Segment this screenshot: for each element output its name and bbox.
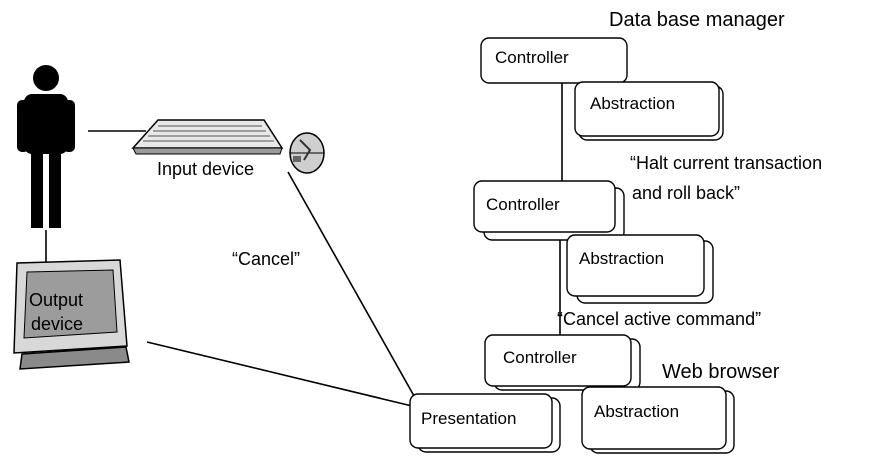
controller-mid-label: Controller [486, 195, 560, 214]
abstraction-dbm-label: Abstraction [590, 94, 676, 113]
keyboard-icon [131, 119, 284, 155]
controller-dbm-label: Controller [495, 48, 569, 67]
output-device-label-line2: device [31, 314, 84, 334]
controller-web-box [484, 334, 632, 387]
halt-message-line2: and roll back” [632, 183, 741, 203]
input-device-label: Input device [157, 159, 255, 179]
halt-message-line1: “Halt current transaction [630, 153, 823, 173]
controller-web-label: Controller [503, 348, 577, 367]
monitor-icon [13, 259, 130, 370]
web-browser-title: Web browser [662, 361, 780, 383]
dbm-title: Data base manager [609, 9, 785, 31]
abstraction-mid-box [566, 234, 705, 297]
cancel-message: “Cancel” [232, 249, 301, 269]
user-icon [17, 65, 75, 228]
node-shapes [409, 37, 735, 454]
cancel-active-message: “Cancel active command” [557, 309, 762, 329]
abstraction-mid-label: Abstraction [579, 249, 665, 268]
connectors [45, 82, 563, 407]
output-to-presentation-line [146, 341, 413, 407]
presentation-label: Presentation [421, 409, 517, 428]
output-device-label-line1: Output [29, 290, 84, 310]
abstraction-web-label: Abstraction [594, 402, 680, 421]
presentation-box [409, 393, 553, 449]
controller-mid-box [473, 180, 616, 233]
abstraction-web-box [581, 386, 727, 450]
input-to-presentation-line [287, 171, 419, 404]
abstraction-dbm-box [574, 81, 720, 137]
mouse-icon [289, 132, 325, 174]
controller-dbm-box [480, 37, 628, 84]
